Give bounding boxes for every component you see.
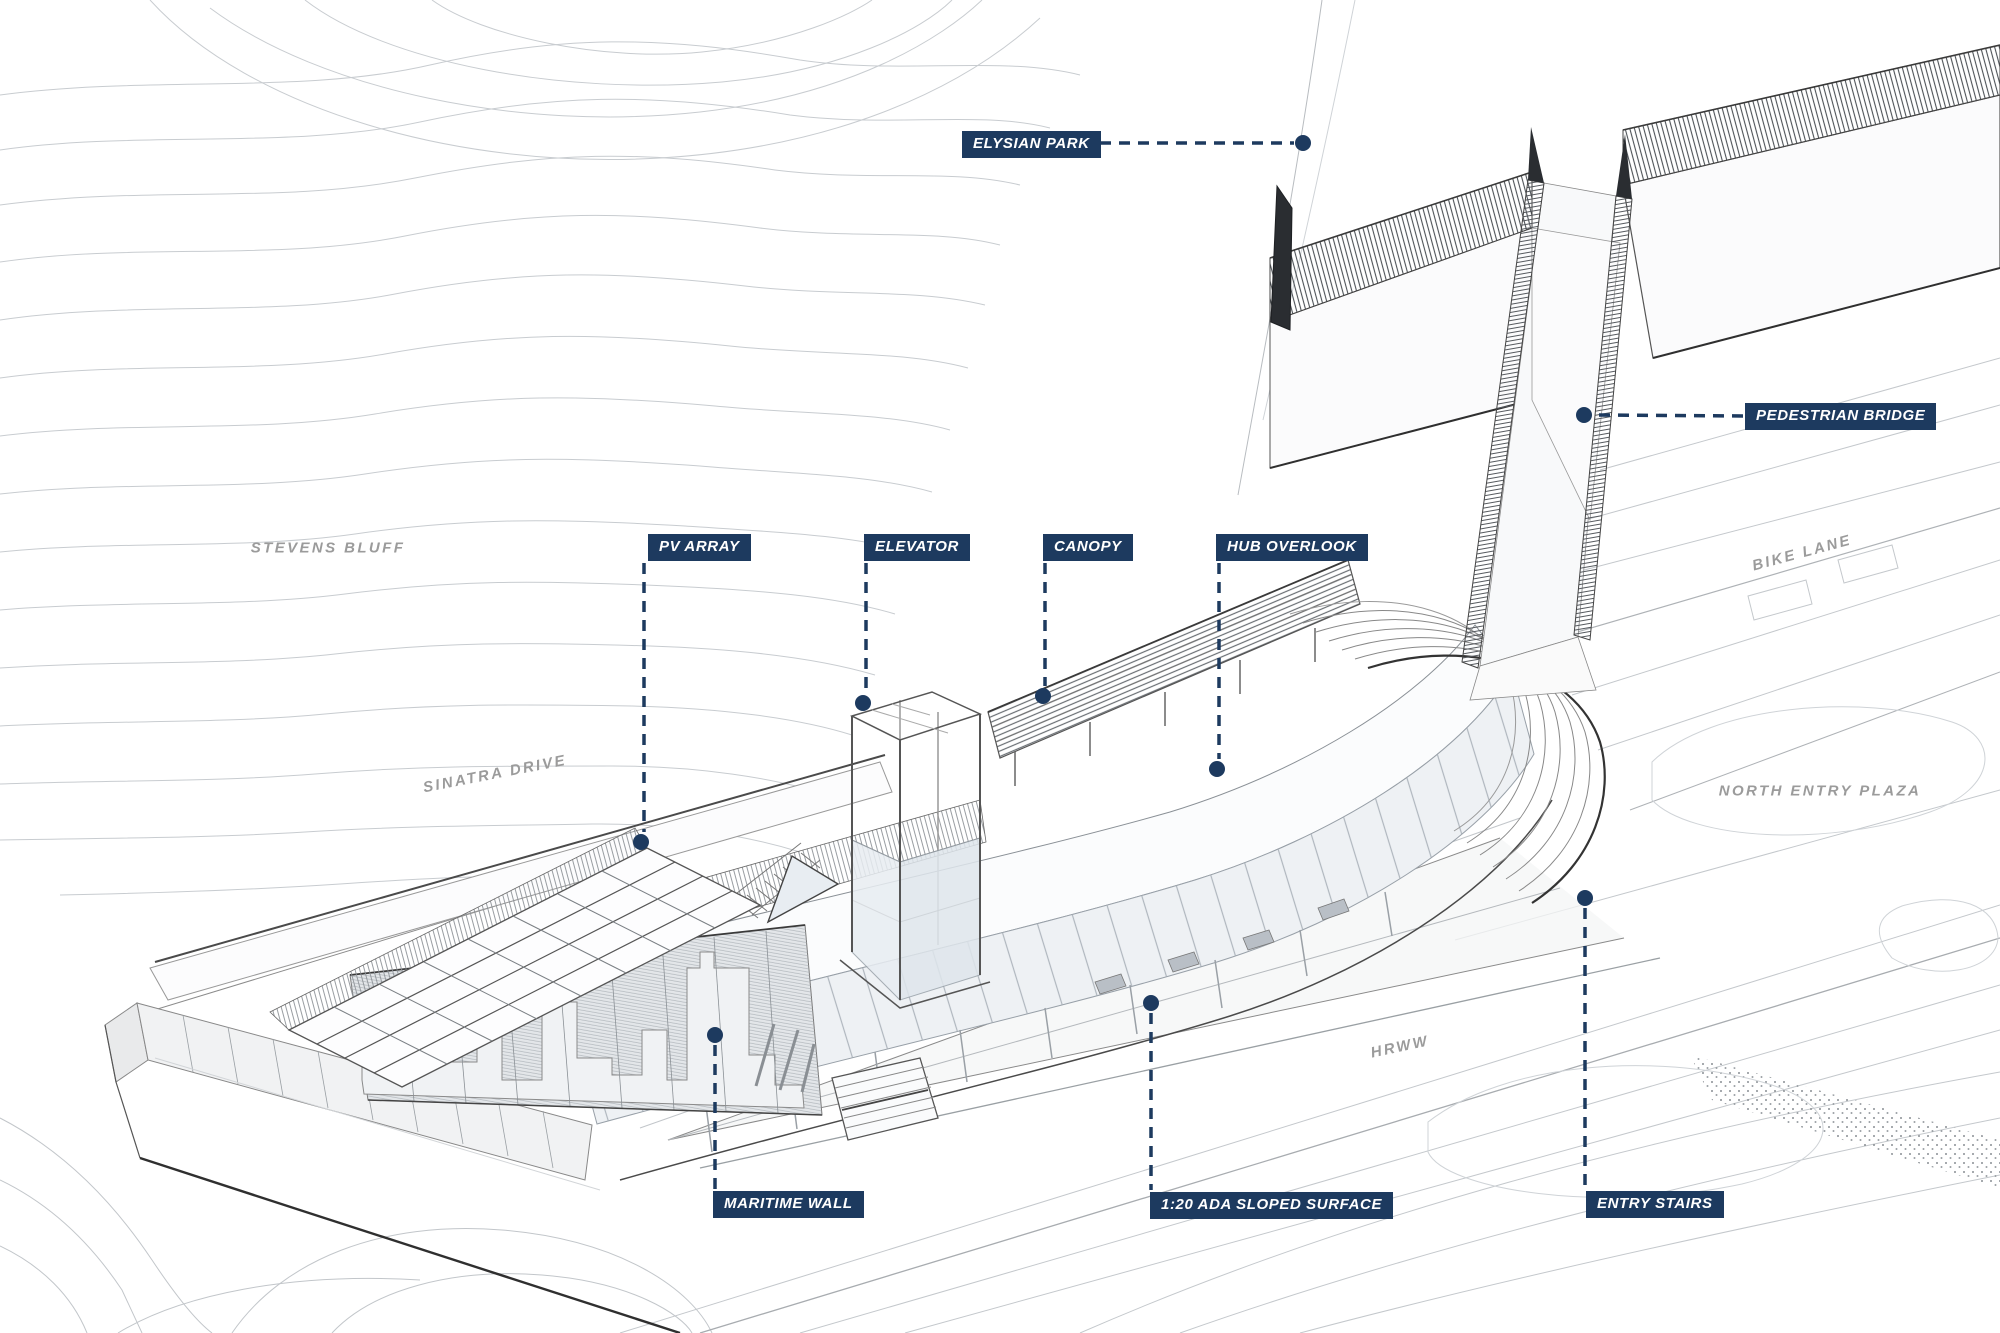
callout-ada-sloped-surface: 1:20 ADA SLOPED SURFACE xyxy=(1150,1192,1394,1219)
callout-canopy: CANOPY xyxy=(1043,534,1133,561)
canopy xyxy=(987,559,1361,786)
leader-elevator xyxy=(855,563,871,711)
leader-entry-stairs xyxy=(1577,890,1593,1189)
roof-opening xyxy=(766,854,840,924)
shoreline-contours xyxy=(0,1117,713,1333)
pier-stair xyxy=(831,1057,939,1141)
context-label-stevens-bluff: STEVENS BLUFF xyxy=(250,539,406,557)
callout-elevator: ELEVATOR xyxy=(864,534,970,561)
leader-ada-sloped-surface xyxy=(1143,995,1159,1190)
pedestrian-bridge-ramp xyxy=(1461,127,1633,701)
plaza-planting-outlines xyxy=(1427,706,1999,1199)
pv-array xyxy=(269,827,762,1088)
contour-lines xyxy=(0,0,1356,896)
callout-entry-stairs: ENTRY STAIRS xyxy=(1586,1191,1724,1218)
leader-pedestrian-bridge xyxy=(1576,407,1744,423)
leader-canopy xyxy=(1035,563,1051,704)
elysian-bridge xyxy=(1269,171,1533,469)
leader-hub-overlook xyxy=(1209,563,1225,777)
leader-pv-array xyxy=(633,563,649,850)
callout-elysian-park: ELYSIAN PARK xyxy=(962,131,1101,158)
context-label-north-entry-plaza: NORTH ENTRY PLAZA xyxy=(1718,782,1922,800)
callout-pedestrian-bridge: PEDESTRIAN BRIDGE xyxy=(1745,403,1937,430)
riprap-texture xyxy=(1690,1055,2000,1188)
callout-pv-array: PV ARRAY xyxy=(648,534,751,561)
leader-maritime-wall xyxy=(707,1027,723,1189)
bridge-main-span xyxy=(1622,44,2000,359)
callout-hub-overlook: HUB OVERLOOK xyxy=(1216,534,1368,561)
callout-maritime-wall: MARITIME WALL xyxy=(713,1191,864,1218)
leader-elysian-park xyxy=(1100,135,1311,151)
bridge-fin xyxy=(1270,184,1293,331)
elevator-tower xyxy=(839,691,991,1009)
highway-lines xyxy=(619,357,2000,1333)
